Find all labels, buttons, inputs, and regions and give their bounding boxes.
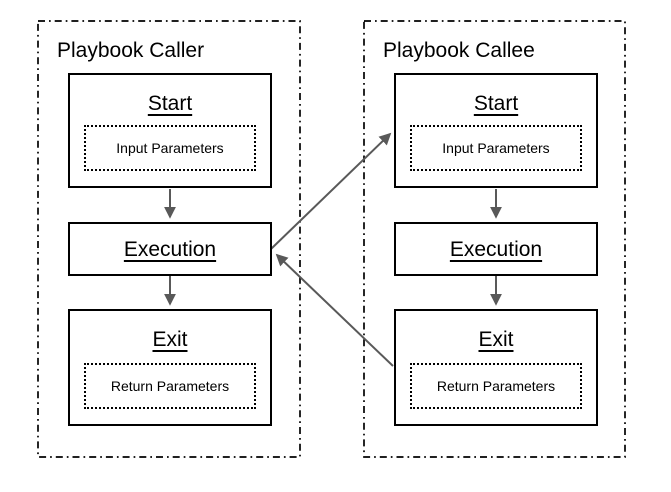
node-callee-start: Start Input Parameters [394,73,598,188]
callee-input-parameters-label: Input Parameters [442,140,550,156]
callee-container-border [363,20,626,458]
node-caller-exit: Exit Return Parameters [68,309,272,426]
caller-input-parameters-box: Input Parameters [84,125,256,171]
node-caller-execution: Execution [68,222,272,276]
caller-container-border [37,20,301,458]
caller-return-parameters-label: Return Parameters [110,378,230,394]
node-caller-execution-label: Execution [123,237,217,261]
caller-input-parameters-label: Input Parameters [116,140,224,156]
callee-return-parameters-box: Return Parameters [410,363,582,409]
arrow-caller-execution-to-callee-start [270,132,392,250]
arrow-callee-exit-to-caller-execution [275,253,394,367]
node-callee-execution-label: Execution [449,237,543,261]
callee-return-parameters-label: Return Parameters [436,378,556,394]
node-caller-start-label: Start [147,92,193,115]
callee-input-parameters-box: Input Parameters [410,125,582,171]
caller-return-parameters-box: Return Parameters [84,363,256,409]
callee-container-title: Playbook Callee [383,39,535,62]
node-callee-execution: Execution [394,222,598,276]
node-callee-exit-label: Exit [478,328,514,351]
node-callee-exit: Exit Return Parameters [394,309,598,426]
node-caller-start: Start Input Parameters [68,73,272,188]
node-callee-start-label: Start [473,92,519,115]
node-caller-exit-label: Exit [152,328,188,351]
caller-container-title: Playbook Caller [57,39,205,62]
